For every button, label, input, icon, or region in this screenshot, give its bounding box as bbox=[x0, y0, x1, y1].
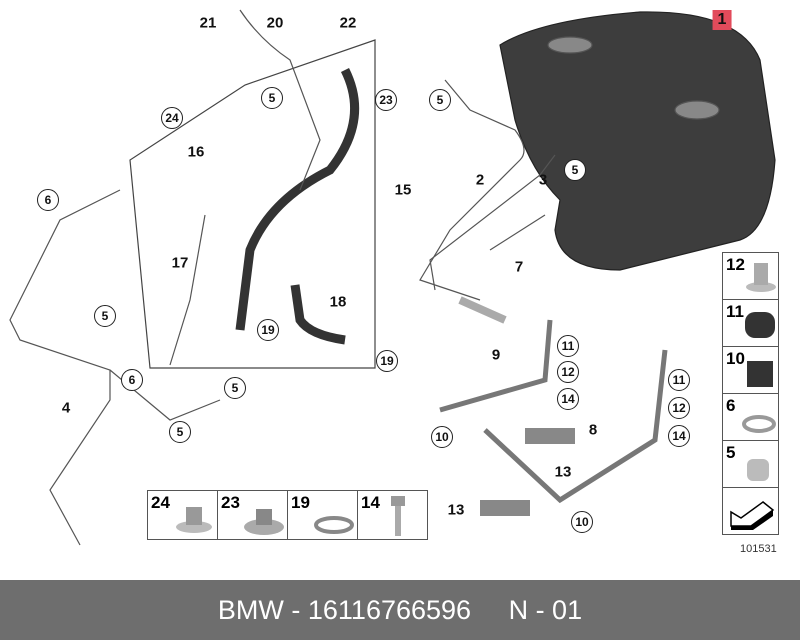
callout-main-part: 1 bbox=[712, 10, 732, 30]
callout: 18 bbox=[329, 293, 347, 311]
part-number: 12 bbox=[726, 255, 745, 274]
reference-number: 101531 bbox=[740, 543, 777, 555]
part-cell-clamp: 5 bbox=[722, 440, 779, 488]
callout: 11 bbox=[557, 335, 579, 357]
callout: 5 bbox=[224, 377, 246, 399]
callout: 10 bbox=[431, 426, 453, 448]
part-cell-clamp: 6 bbox=[722, 393, 779, 441]
callout: 12 bbox=[557, 361, 579, 383]
callout: 20 bbox=[266, 14, 284, 32]
part-number: 19 bbox=[291, 493, 310, 512]
callout: 9 bbox=[491, 346, 501, 364]
part-number: 23 bbox=[221, 493, 240, 512]
callout: 11 bbox=[668, 369, 690, 391]
callout: 14 bbox=[668, 425, 690, 447]
callout: 2 bbox=[475, 171, 485, 189]
callout: 24 bbox=[161, 107, 183, 129]
callout: 5 bbox=[169, 421, 191, 443]
part-number: 10 bbox=[726, 349, 745, 368]
callout: 22 bbox=[339, 14, 357, 32]
part-number: 6 bbox=[726, 396, 736, 415]
callout: 5 bbox=[564, 159, 586, 181]
part-cell-bushing: 12 bbox=[722, 252, 779, 300]
part-number: 11 bbox=[726, 302, 744, 321]
callout: 5 bbox=[94, 305, 116, 327]
fuel-system-diagram bbox=[9, 9, 776, 546]
callout: 10 bbox=[571, 511, 593, 533]
direction-arrow-icon bbox=[722, 487, 779, 535]
callout: 19 bbox=[376, 350, 398, 372]
part-cell-nut: 23 bbox=[217, 490, 288, 540]
callout: 15 bbox=[394, 181, 412, 199]
part-cell-nut: 24 bbox=[147, 490, 218, 540]
callout: 19 bbox=[257, 319, 279, 341]
callout: 7 bbox=[514, 258, 524, 276]
part-cell-bolt: 14 bbox=[357, 490, 428, 540]
callout: 17 bbox=[171, 254, 189, 272]
callout: 14 bbox=[557, 388, 579, 410]
part-number: 24 bbox=[151, 493, 170, 512]
part-number: 14 bbox=[361, 493, 380, 512]
callout: 8 bbox=[588, 421, 598, 439]
part-cell-grommet: 11 bbox=[722, 299, 779, 347]
callout: 23 bbox=[375, 89, 397, 111]
callout: 13 bbox=[447, 501, 465, 519]
part-cell-rubber-mount: 10 bbox=[722, 346, 779, 394]
callout: 13 bbox=[554, 463, 572, 481]
part-cell-clamp: 19 bbox=[287, 490, 358, 540]
callout: 5 bbox=[429, 89, 451, 111]
footer-bar: BMW - 16116766596 N - 01 bbox=[0, 580, 800, 640]
callout: 3 bbox=[538, 171, 548, 189]
part-number: 5 bbox=[726, 443, 736, 462]
callout: 4 bbox=[61, 399, 71, 417]
callout: 21 bbox=[199, 14, 217, 32]
callout: 16 bbox=[187, 143, 205, 161]
callout: 6 bbox=[121, 369, 143, 391]
footer-text: BMW - 16116766596 N - 01 bbox=[217, 594, 583, 625]
callout: 5 bbox=[261, 87, 283, 109]
callout: 12 bbox=[668, 397, 690, 419]
callout: 6 bbox=[37, 189, 59, 211]
